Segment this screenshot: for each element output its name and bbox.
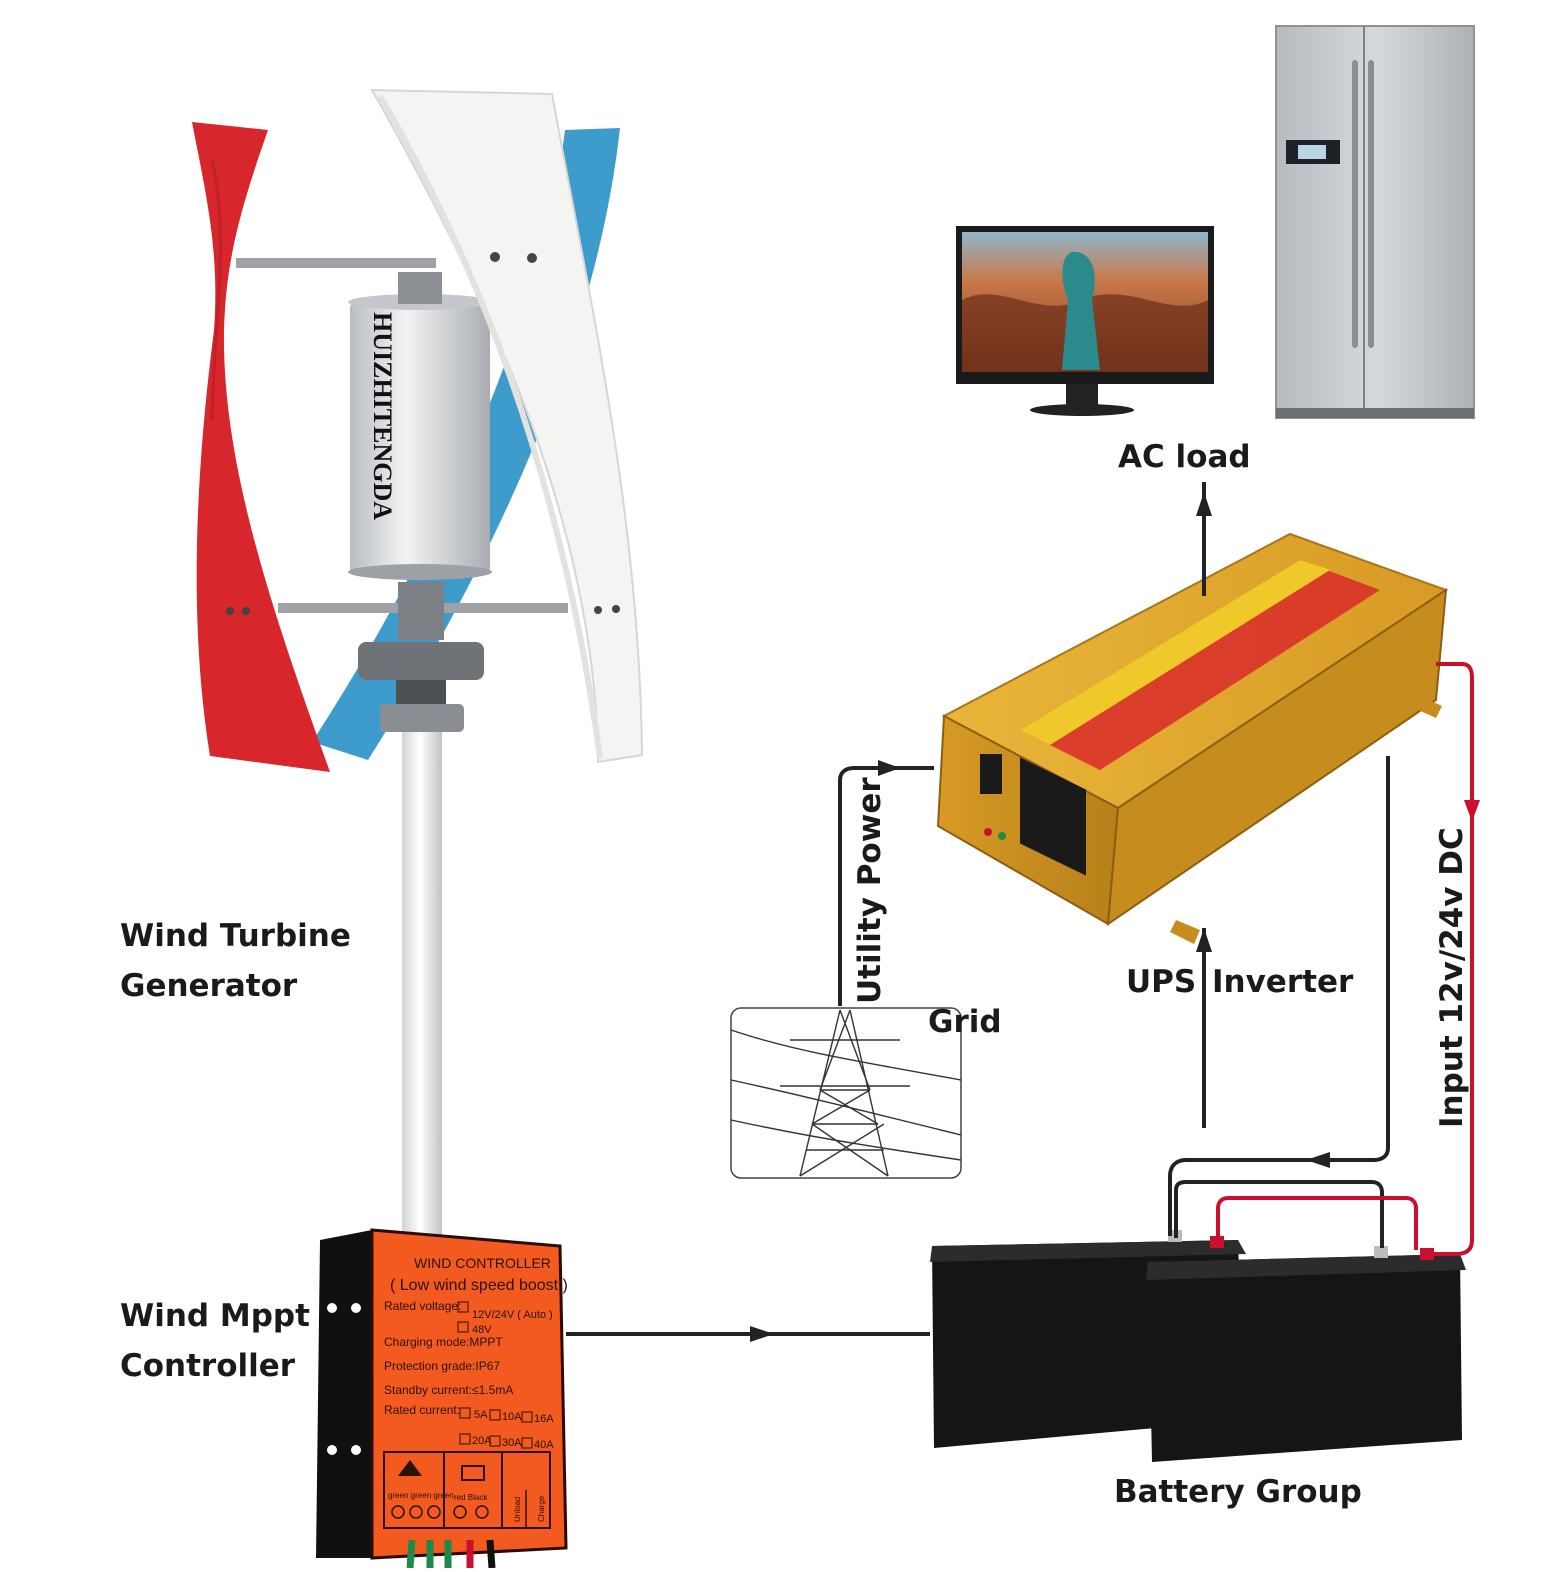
rated-voltage-opt1: 12V/24V ( Auto ) bbox=[472, 1309, 553, 1321]
current-opt-20a: 20A bbox=[472, 1435, 492, 1447]
wire-dc-input bbox=[1430, 662, 1474, 1256]
wind-turbine: HUIZHITENGDA bbox=[192, 88, 644, 1240]
controller-title: WIND CONTROLLER bbox=[414, 1255, 551, 1271]
terminal-label-unload: Unload bbox=[513, 1497, 522, 1522]
battery-2 bbox=[1148, 1254, 1462, 1462]
controller-terminal-panel bbox=[383, 1451, 551, 1529]
label-wind-controller-line1: Wind Mppt bbox=[120, 1298, 310, 1334]
inverter-side bbox=[1106, 588, 1448, 927]
rated-current-label: Rated current: bbox=[384, 1403, 460, 1417]
current-opt-5a: 5A bbox=[474, 1409, 488, 1421]
label-input-dc: Input 12v/24v DC bbox=[1434, 827, 1470, 1128]
rated-voltage-opt2: 48V bbox=[472, 1324, 492, 1336]
rated-voltage-label: Rated voltage: bbox=[384, 1299, 461, 1313]
terminal-label-green: green green green bbox=[388, 1491, 454, 1500]
generator-body bbox=[398, 582, 444, 640]
current-opt-40a: 40A bbox=[534, 1439, 554, 1451]
label-wind-turbine-line2: Generator bbox=[120, 967, 298, 1004]
terminal-label-red-black: red Black bbox=[454, 1493, 488, 1502]
charging-mode-text: Charging mode:MPPT bbox=[384, 1335, 503, 1349]
terminal-label-charge: Charge bbox=[537, 1495, 546, 1522]
label-wind-controller-line2: Controller bbox=[120, 1347, 296, 1384]
controller-bracket bbox=[316, 1230, 372, 1558]
label-ac-load: AC load bbox=[1118, 439, 1251, 475]
label-grid: Grid bbox=[928, 1004, 1002, 1040]
label-battery-group: Battery Group bbox=[1114, 1474, 1362, 1510]
refrigerator bbox=[1275, 25, 1475, 419]
connections bbox=[566, 482, 1480, 1342]
controller-subtitle: ( Low wind speed boost ) bbox=[390, 1277, 568, 1294]
grid-tower bbox=[730, 1007, 962, 1179]
turbine-arm-top bbox=[236, 258, 436, 268]
battery-group bbox=[930, 1230, 1466, 1462]
standby-current-text: Standby current:≤1.5mA bbox=[384, 1383, 513, 1397]
label-wind-controller: Wind Mppt Controller bbox=[120, 1292, 310, 1391]
current-opt-16a: 16A bbox=[534, 1413, 554, 1425]
blade-red bbox=[192, 122, 330, 772]
label-utility-power: Utility Power bbox=[852, 777, 888, 1004]
turbine-brand-text: HUIZHITENGDA bbox=[368, 312, 397, 520]
label-ups: UPS bbox=[1126, 964, 1197, 1000]
turbine-pole bbox=[402, 720, 442, 1240]
protection-grade-text: Protection grade:IP67 bbox=[384, 1359, 500, 1373]
arrow-grid-to-inverter bbox=[838, 766, 934, 1006]
current-opt-30a: 30A bbox=[502, 1437, 522, 1449]
wind-controller: WIND CONTROLLER ( Low wind speed boost )… bbox=[316, 1228, 568, 1569]
generator-flange bbox=[358, 642, 484, 680]
label-wind-turbine: Wind Turbine Generator bbox=[120, 912, 351, 1011]
tv-monitor bbox=[956, 226, 1214, 416]
wire-inverter-to-battery bbox=[1168, 756, 1390, 1236]
turbine-hub bbox=[350, 302, 490, 574]
label-inverter: Inverter bbox=[1212, 964, 1354, 1000]
current-opt-10a: 10A bbox=[502, 1411, 522, 1423]
ups-inverter bbox=[936, 532, 1449, 944]
label-wind-turbine-line1: Wind Turbine bbox=[120, 918, 351, 954]
